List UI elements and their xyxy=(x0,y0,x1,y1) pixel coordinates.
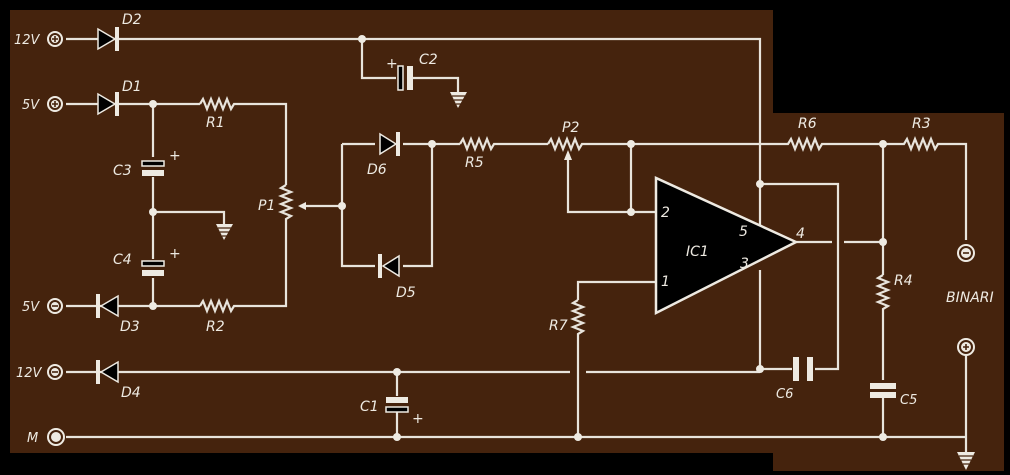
terminal-12v-neg[interactable]: 12V xyxy=(16,364,63,381)
label-r1: R1 xyxy=(206,115,225,131)
svg-text:C5: C5 xyxy=(900,393,917,408)
wire-c2-ground xyxy=(413,76,460,92)
terminal-label: M xyxy=(27,431,38,446)
wire-pin1-r7 xyxy=(576,280,656,300)
capacitor-c1: C1 + xyxy=(360,397,424,427)
terminal-label: 12V xyxy=(14,33,41,48)
potentiometer-p2 xyxy=(547,136,588,152)
svg-text:D5: D5 xyxy=(396,285,416,301)
svg-text:C6: C6 xyxy=(776,387,793,402)
svg-text:D4: D4 xyxy=(121,385,141,401)
potentiometer-p1 xyxy=(278,184,294,225)
label-r7: R7 xyxy=(549,318,568,334)
svg-text:D2: D2 xyxy=(122,12,142,28)
pin-3: 3 xyxy=(740,256,749,272)
terminal-5v-pos[interactable]: 5V xyxy=(22,96,63,113)
capacitor-c2: C2 + xyxy=(386,52,438,91)
pin-5: 5 xyxy=(739,224,748,240)
resistor-r5 xyxy=(459,136,500,152)
plus-icon xyxy=(52,36,58,42)
pin-1: 1 xyxy=(661,274,670,290)
diode-d5: D5 xyxy=(378,254,416,301)
wires xyxy=(66,37,968,455)
svg-text:D1: D1 xyxy=(122,79,142,95)
capacitor-c6: C6 xyxy=(776,357,813,402)
plus-icon xyxy=(52,101,58,107)
terminal-label: 5V xyxy=(22,98,40,113)
p2-wiper-arrow-icon xyxy=(564,150,572,160)
resistor-r3 xyxy=(900,136,944,152)
resistor-r1 xyxy=(199,96,240,112)
resistor-zigzags xyxy=(199,96,944,342)
diode-d4: D4 xyxy=(96,360,141,401)
wire-12v-pos-rail xyxy=(66,37,762,247)
svg-text:+: + xyxy=(169,246,181,262)
diode-d1: D1 xyxy=(97,79,142,116)
svg-text:C2: C2 xyxy=(419,52,438,68)
capacitor-c4: C4 + xyxy=(113,246,181,276)
plus-icon xyxy=(963,344,969,350)
p1-wiper-arrow-icon xyxy=(298,202,306,210)
svg-text:+: + xyxy=(412,411,424,427)
svg-text:+: + xyxy=(386,56,398,72)
resistor-r4 xyxy=(875,274,891,315)
resistor-r7 xyxy=(570,299,586,342)
svg-text:D3: D3 xyxy=(120,319,140,335)
terminal-label: 12V xyxy=(16,366,43,381)
label-r5: R5 xyxy=(465,155,484,171)
label-p2: P2 xyxy=(562,120,579,136)
wire-c2-branch xyxy=(360,39,396,80)
resistor-r6 xyxy=(785,136,828,152)
wire-d5-right xyxy=(403,144,434,268)
capacitor-c5: C5 xyxy=(870,383,917,408)
junctions xyxy=(149,35,887,441)
binari-neg-terminal[interactable] xyxy=(957,244,975,262)
ic1-amplifier: IC1 2 1 5 3 4 xyxy=(654,176,805,316)
diode-d3: D3 xyxy=(96,294,140,335)
svg-text:D6: D6 xyxy=(367,162,387,178)
svg-text:C3: C3 xyxy=(113,163,132,179)
label-r2: R2 xyxy=(206,319,225,335)
binari-label: BINARI xyxy=(946,290,994,306)
svg-text:+: + xyxy=(169,148,181,164)
pin-2: 2 xyxy=(661,205,670,221)
binari-pos-terminal[interactable] xyxy=(957,338,975,356)
diode-d6: D6 xyxy=(367,132,400,178)
wire-c6-loop xyxy=(760,182,840,371)
pin-4: 4 xyxy=(796,226,805,242)
capacitor-c3: C3 + xyxy=(113,148,181,179)
svg-text:C1: C1 xyxy=(360,399,379,415)
diode-d2: D2 xyxy=(97,12,142,51)
terminal-m[interactable]: M xyxy=(27,428,65,446)
wire-r1-to-p1 xyxy=(240,102,288,185)
terminal-label: 5V xyxy=(22,300,40,315)
wire-p1-to-r2 xyxy=(240,225,288,308)
ic-label: IC1 xyxy=(686,244,709,260)
label-p1: P1 xyxy=(258,198,275,214)
terminal-5v-neg[interactable]: 5V xyxy=(22,298,63,315)
resistor-r2 xyxy=(199,298,240,314)
wire-d5-left xyxy=(340,144,375,268)
svg-text:C4: C4 xyxy=(113,252,132,268)
wire-cap-ground xyxy=(153,210,226,224)
label-r3: R3 xyxy=(912,116,931,132)
terminal-12v-pos[interactable]: 12V xyxy=(14,31,63,48)
label-r6: R6 xyxy=(798,116,817,132)
circuit-board xyxy=(10,10,1004,471)
label-r4: R4 xyxy=(894,273,913,289)
wire-p2-wiper xyxy=(566,160,656,214)
wire-r3-out xyxy=(944,142,968,240)
